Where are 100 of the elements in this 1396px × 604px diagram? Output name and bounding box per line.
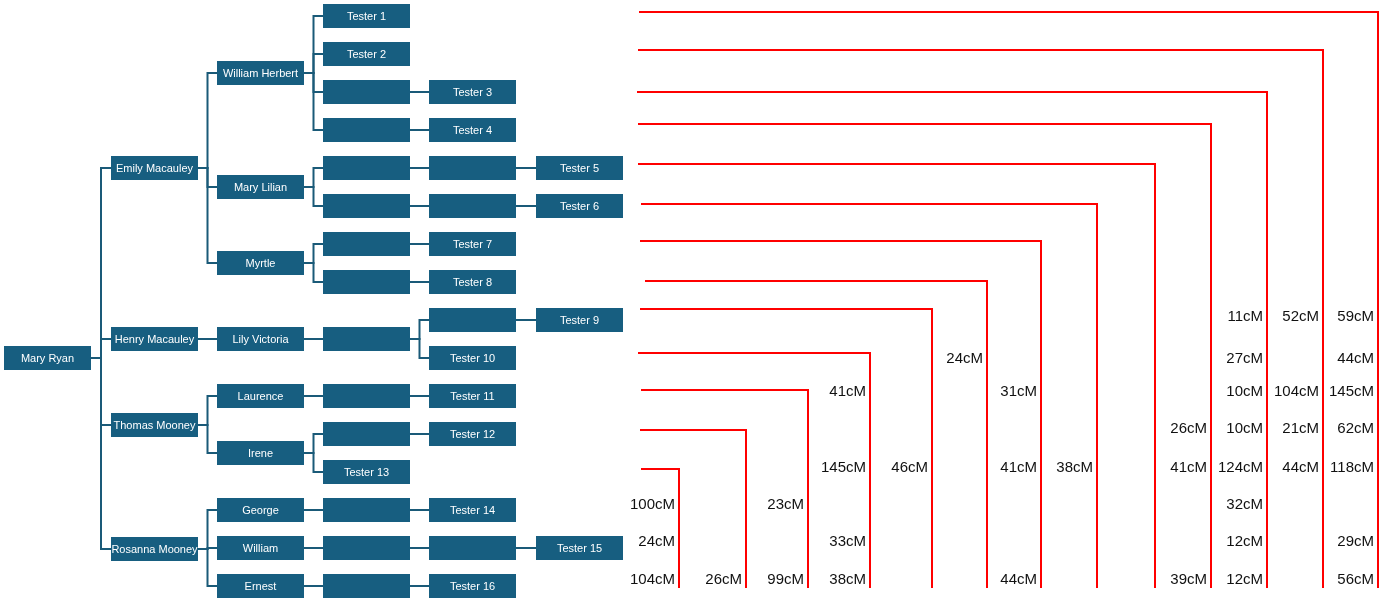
- connector-line: [303, 72, 324, 131]
- name-label: Tester 16: [449, 580, 496, 592]
- shared-dna-label: 44cM: [1337, 349, 1374, 365]
- name-label: Tester 8: [452, 276, 493, 288]
- shared-dna-label: 23cM: [767, 495, 804, 511]
- shared-dna-label: 10cM: [1226, 382, 1263, 398]
- connector-line: [409, 433, 430, 435]
- connector-line: [409, 281, 430, 283]
- name-label: Mary Lilian: [233, 181, 288, 193]
- person-box: [429, 384, 516, 408]
- connector-line: [409, 91, 430, 93]
- name-label: William Herbert: [222, 67, 299, 79]
- connector-line: [515, 547, 537, 549]
- shared-dna-label: 21cM: [1282, 419, 1319, 435]
- empty-box: [323, 327, 410, 351]
- shared-dna-label: 46cM: [891, 458, 928, 474]
- shared-dna-label: 104cM: [629, 570, 675, 586]
- name-label: Ernest: [244, 580, 277, 592]
- shared-dna-label: 32cM: [1226, 495, 1263, 511]
- person-box: [111, 537, 198, 561]
- shared-dna-label: 145cM: [1328, 382, 1374, 398]
- shared-dna-label: 31cM: [1000, 382, 1037, 398]
- person-box: [217, 61, 304, 85]
- connector-line: [303, 547, 324, 549]
- shared-dna-label: 99cM: [767, 570, 804, 586]
- person-box: [4, 346, 91, 370]
- empty-box: [323, 422, 410, 446]
- person-box: [429, 80, 516, 104]
- person-box: [217, 251, 304, 275]
- empty-box: [429, 156, 516, 180]
- shared-dna-label: 39cM: [1170, 570, 1207, 586]
- name-label: George: [242, 504, 279, 516]
- person-box: [536, 156, 623, 180]
- shared-dna-label: 11cM: [1227, 307, 1263, 323]
- name-label: Tester 6: [559, 200, 600, 212]
- connector-line: [197, 424, 218, 454]
- name-label: Tester 5: [559, 162, 600, 174]
- empty-box: [429, 308, 516, 332]
- person-box: [217, 441, 304, 465]
- empty-box: [323, 270, 410, 294]
- empty-box: [323, 232, 410, 256]
- connector-line: [409, 547, 430, 549]
- name-label: Rosanna Mooney: [111, 543, 198, 555]
- person-box: [217, 574, 304, 598]
- person-box: [536, 308, 623, 332]
- person-box: [111, 156, 198, 180]
- connector-line: [515, 319, 537, 321]
- connector-line: [303, 338, 324, 340]
- name-label: Tester 10: [449, 352, 496, 364]
- shared-dna-label: 26cM: [1170, 419, 1207, 435]
- person-box: [536, 194, 623, 218]
- connector-line: [409, 338, 430, 359]
- shared-dna-label: 41cM: [1170, 458, 1207, 474]
- name-label: Emily Macauley: [116, 162, 193, 174]
- person-box: [217, 327, 304, 351]
- name-label: Tester 11: [450, 390, 495, 402]
- name-label: Henry Macauley: [114, 333, 195, 345]
- empty-box: [323, 80, 410, 104]
- shared-dna-label: 12cM: [1226, 570, 1263, 586]
- empty-box: [323, 156, 410, 180]
- name-label: Tester 1: [346, 10, 387, 22]
- shared-dna-label: 44cM: [1000, 570, 1037, 586]
- empty-box: [323, 118, 410, 142]
- shared-dna-label: 59cM: [1337, 307, 1374, 323]
- connector-line: [409, 585, 430, 587]
- person-box: [323, 4, 410, 28]
- connector-line: [409, 167, 430, 169]
- shared-dna-label: 44cM: [1282, 458, 1319, 474]
- shared-dna-label: 145cM: [820, 458, 866, 474]
- shared-dna-label: 41cM: [829, 382, 866, 398]
- name-label: Lily Victoria: [232, 333, 289, 345]
- person-box: [323, 460, 410, 484]
- connector-line: [197, 167, 218, 264]
- name-label: William: [242, 542, 279, 554]
- connector-line: [197, 548, 218, 587]
- person-box: [111, 327, 198, 351]
- connector-line: [409, 509, 430, 511]
- shared-dna-label: 56cM: [1337, 570, 1374, 586]
- name-label: Mary Ryan: [20, 352, 75, 364]
- connector-line: [197, 338, 218, 340]
- connector-line: [409, 395, 430, 397]
- shared-dna-label: 27cM: [1226, 349, 1263, 365]
- shared-dna-label: 41cM: [1000, 458, 1037, 474]
- name-label: Tester 12: [449, 428, 496, 440]
- shared-dna-label: 52cM: [1282, 307, 1319, 323]
- person-box: [429, 118, 516, 142]
- connector-line: [303, 262, 324, 283]
- shared-dna-label: 38cM: [1056, 458, 1093, 474]
- person-box: [429, 574, 516, 598]
- person-box: [217, 498, 304, 522]
- person-box: [217, 175, 304, 199]
- shared-dna-label: 24cM: [638, 532, 675, 548]
- empty-box: [323, 498, 410, 522]
- connector-line: [303, 452, 324, 473]
- name-label: Tester 4: [452, 124, 493, 136]
- shared-dna-label: 29cM: [1337, 532, 1374, 548]
- connector-line: [409, 129, 430, 131]
- connector-line: [303, 509, 324, 511]
- shared-dna-label: 33cM: [829, 532, 866, 548]
- shared-dna-label: 100cM: [629, 495, 675, 511]
